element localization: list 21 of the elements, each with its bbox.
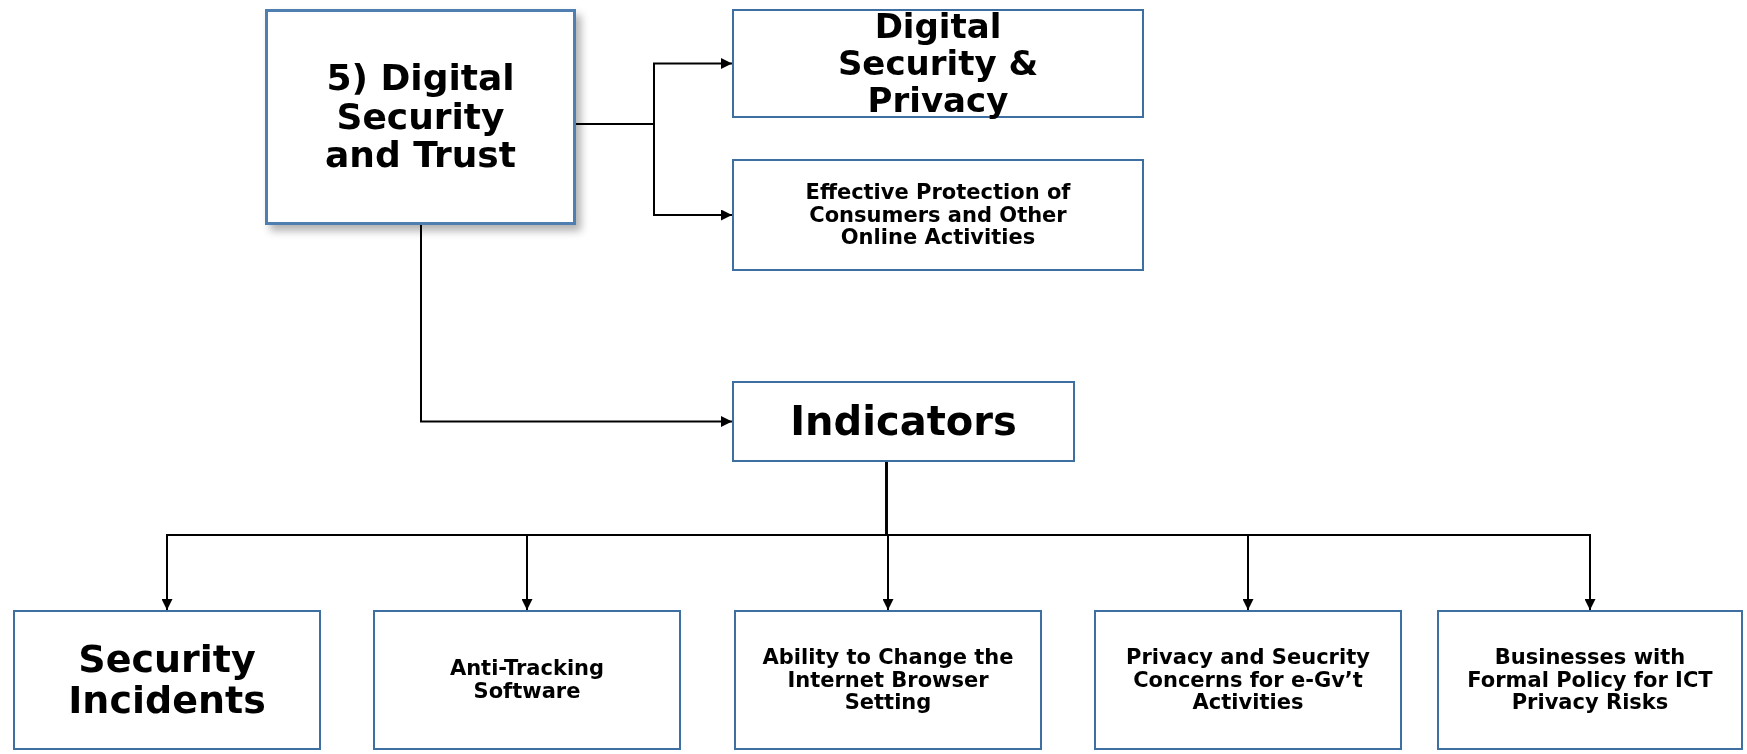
category-box — [1437, 610, 1743, 750]
box-label: Effective Protection of Consumers and Other Online Activities — [804, 181, 1072, 249]
box-label: Anti-Tracking Software — [448, 657, 606, 703]
topic-box — [265, 9, 576, 225]
connector-arrow — [885, 461, 1596, 611]
box-label: Security Incidents — [67, 638, 267, 722]
box-label: Indicators — [790, 399, 1017, 444]
connector-arrow — [575, 123, 733, 221]
category-box — [734, 610, 1042, 750]
category-box — [732, 9, 1144, 118]
box-label: Businesses with Formal Policy for ICT Privacy Risks — [1466, 646, 1714, 714]
category-box — [732, 159, 1144, 271]
category-box — [1094, 610, 1402, 750]
box-label: 5) Digital Security and Trust — [324, 58, 517, 176]
category-box — [373, 610, 681, 750]
box-label: Privacy and Seucrity Concerns for e-Gv’t Activities — [1125, 646, 1371, 714]
connector-arrow — [420, 224, 733, 427]
category-box — [13, 610, 321, 750]
box-label: Ability to Change the Internet Browser Setting — [761, 646, 1015, 714]
category-box — [732, 381, 1075, 462]
box-label: Digital Security & Privacy — [836, 8, 1040, 119]
